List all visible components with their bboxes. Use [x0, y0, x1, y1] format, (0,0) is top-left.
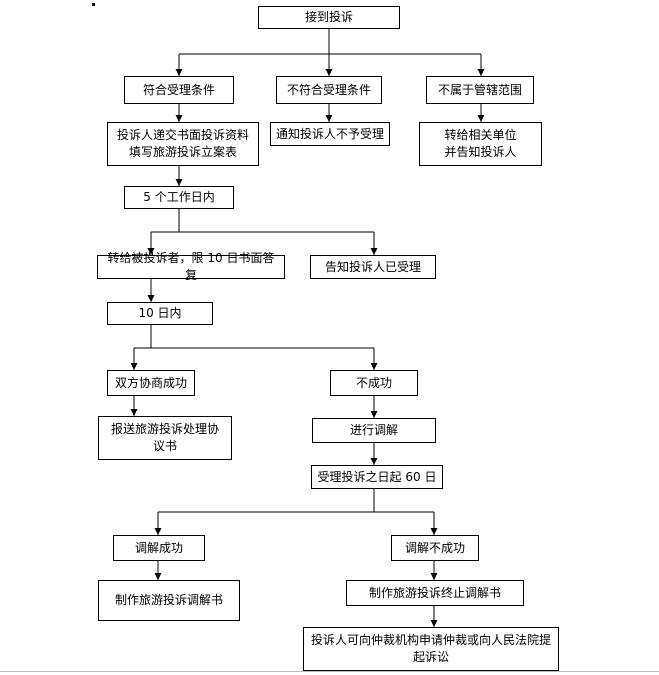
node-report-agreement: 报送旅游投诉处理协 议书 [98, 416, 232, 460]
node-label: 符合受理条件 [142, 82, 215, 97]
node-both-success: 双方协商成功 [107, 370, 195, 396]
node-label: 制作旅游投诉终止调解书 [368, 585, 501, 600]
node-transfer-to-unit: 转给相关单位 并告知投诉人 [419, 122, 542, 166]
node-label-line2: 填写旅游投诉立案表 [128, 145, 237, 159]
node-label: 调解不成功 [404, 540, 465, 555]
node-label-line1: 报送旅游投诉处理协 [110, 422, 219, 436]
node-mediation-success: 调解成功 [113, 535, 205, 561]
node-submit-documents: 投诉人递交书面投诉资料 填写旅游投诉立案表 [107, 122, 259, 166]
node-label: 进行调解 [349, 423, 398, 437]
node-label-line1: 转给相关单位 [444, 128, 517, 142]
corner-mark [92, 3, 95, 6]
node-mediate: 进行调解 [312, 418, 436, 443]
node-not-success: 不成功 [330, 370, 418, 396]
node-inform-accepted: 告知投诉人已受理 [310, 255, 436, 279]
node-label: 不符合受理条件 [286, 82, 371, 97]
node-label-line1: 投诉人递交书面投诉资料 [116, 128, 249, 142]
node-label: 双方协商成功 [114, 375, 187, 390]
node-receive-complaint: 接到投诉 [258, 6, 400, 29]
node-label-line2: 并告知投诉人 [444, 145, 517, 159]
node-mediation-document: 制作旅游投诉调解书 [98, 580, 240, 621]
node-notify-reject: 通知投诉人不予受理 [270, 122, 390, 146]
node-label: 调解成功 [134, 540, 183, 555]
node-termination-document: 制作旅游投诉终止调解书 [346, 580, 524, 606]
node-label: 告知投诉人已受理 [324, 259, 421, 274]
node-label: 接到投诉 [304, 10, 353, 24]
node-label-line2: 议书 [152, 439, 177, 453]
node-label-line1: 投诉人可向仲裁机构申请仲裁或向人民法院提 [310, 633, 551, 647]
node-meets-criteria: 符合受理条件 [124, 76, 234, 104]
page-bottom-rule [0, 671, 659, 672]
node-label: 5 个工作日内 [143, 190, 215, 204]
node-mediation-fail: 调解不成功 [391, 535, 479, 561]
node-label: 制作旅游投诉调解书 [114, 593, 223, 607]
node-appeal-arbitration-court: 投诉人可向仲裁机构申请仲裁或向人民法院提 起诉讼 [303, 627, 559, 671]
node-out-of-scope: 不属于管辖范围 [426, 76, 534, 104]
node-forward-respondent: 转给被投诉者，限 10 日书面答复 [97, 251, 285, 282]
node-label-line2: 起诉讼 [412, 650, 449, 664]
node-label: 不属于管辖范围 [437, 82, 522, 97]
node-five-workdays: 5 个工作日内 [124, 186, 234, 209]
node-sixty-days: 受理投诉之日起 60 日 [311, 465, 443, 489]
node-label: 受理投诉之日起 60 日 [317, 469, 437, 484]
node-label: 不成功 [355, 375, 392, 390]
node-label: 转给被投诉者，限 10 日书面答复 [107, 251, 275, 282]
node-label: 10 日内 [138, 306, 182, 320]
node-not-meets-criteria: 不符合受理条件 [276, 76, 382, 104]
node-ten-days: 10 日内 [107, 302, 213, 325]
node-label: 通知投诉人不予受理 [275, 126, 384, 141]
